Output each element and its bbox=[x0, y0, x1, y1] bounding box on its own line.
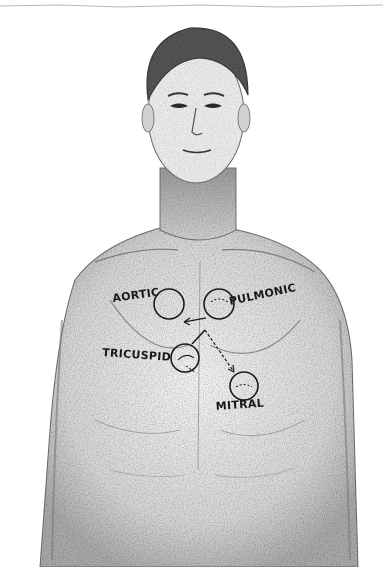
torso bbox=[40, 228, 358, 567]
